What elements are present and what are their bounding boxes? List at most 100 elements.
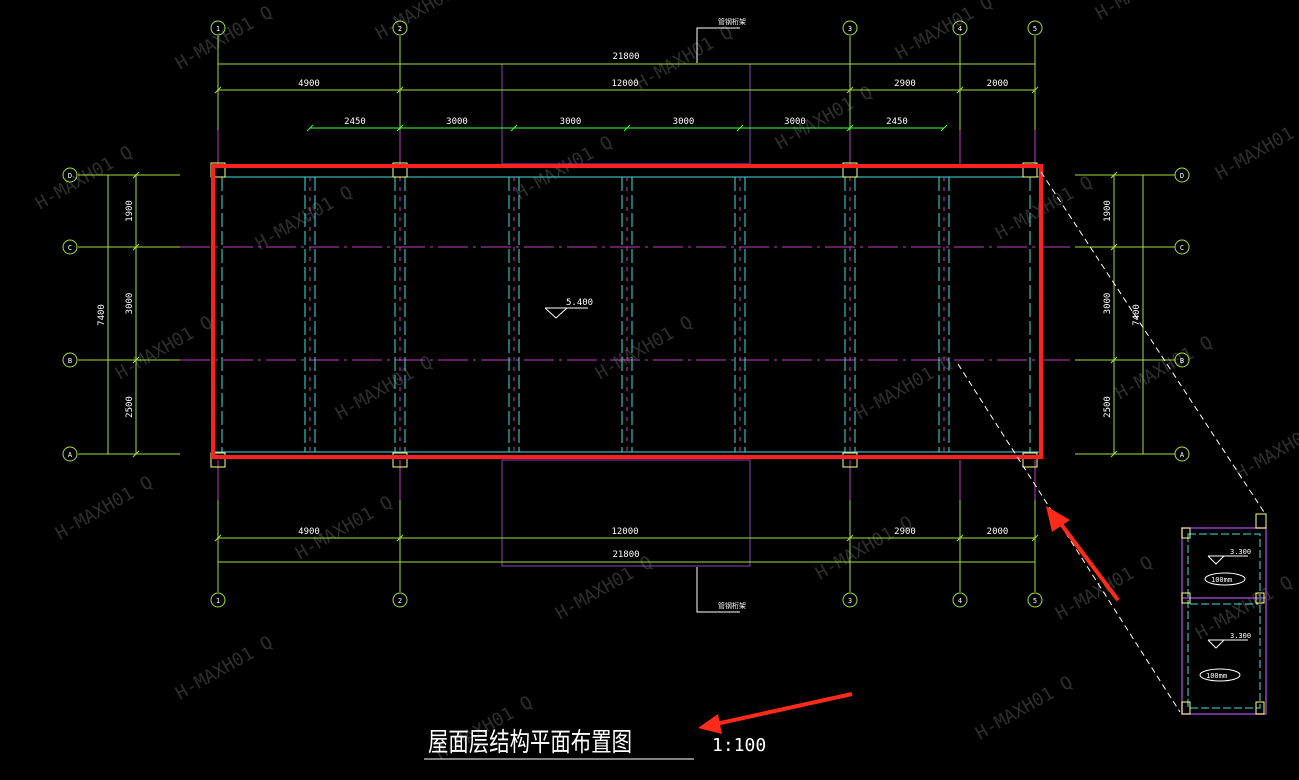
watermark-text: H-MAXH01 Q xyxy=(1052,552,1156,624)
dimension-text: 3000 xyxy=(560,117,582,127)
watermark-text: H-MAXH01 Q xyxy=(32,142,136,214)
grid-bubble-x xyxy=(842,592,858,608)
detail-inset xyxy=(957,171,1267,715)
grid-bubble-y xyxy=(1174,352,1190,368)
detail-elevation-2: 3.300 xyxy=(1230,632,1251,640)
column-marker xyxy=(842,162,858,178)
grid-bubble-x-label: 3 xyxy=(848,597,852,605)
column-marker xyxy=(1022,162,1038,178)
grid-bubble-x-label: 1 xyxy=(216,597,220,605)
column-marker xyxy=(392,162,408,178)
grid-bubble-x xyxy=(842,20,858,36)
elevation-label: 5.400 xyxy=(566,298,593,308)
detail-thickness-2: 100mm xyxy=(1206,672,1227,680)
column-marker xyxy=(210,452,226,468)
dimension-tick xyxy=(510,124,518,132)
dimension-tick xyxy=(132,356,140,364)
dimension-tick xyxy=(940,124,948,132)
column-marker xyxy=(842,452,858,468)
grid-bubble-y xyxy=(1174,239,1190,255)
dimension-tick xyxy=(214,534,222,542)
grid-bubble-x xyxy=(392,20,408,36)
annotation-arrow-right xyxy=(1046,506,1120,602)
drawing-title: 屋面层结构平面布置图 xyxy=(428,728,632,758)
grid-bubble-x xyxy=(392,592,408,608)
grid-bubble-y-label: B xyxy=(68,357,72,365)
column-marker xyxy=(1022,452,1038,468)
grid-bubble-y-label: C xyxy=(68,244,72,252)
roof-outline xyxy=(501,63,751,567)
dimension-tick xyxy=(623,124,631,132)
elevation-marker xyxy=(544,307,588,319)
dimension-text: 12000 xyxy=(611,79,638,89)
grid-bubble-y xyxy=(62,352,78,368)
dimension-tick xyxy=(1031,534,1039,542)
watermark-text: H-MAXH01 Q xyxy=(172,2,276,74)
watermark-text: H-MAXH01 Q xyxy=(892,0,996,64)
dimension-tick xyxy=(1031,86,1039,94)
dimension-tick xyxy=(132,171,140,179)
section-tag-top-label: 管钢桁架 xyxy=(718,17,746,26)
grid-bubble-y-label: B xyxy=(1180,357,1184,365)
dimension-tick xyxy=(846,86,854,94)
beam-layer xyxy=(180,176,1075,453)
dimension-tick xyxy=(132,450,140,458)
section-tag-bottom-label: 管钢桁架 xyxy=(718,601,746,610)
watermark-text: H-MAXH01 Q xyxy=(992,172,1096,244)
grid-bubble-x xyxy=(952,592,968,608)
grid-bubble-x-label: 4 xyxy=(958,25,962,33)
dimension-tick xyxy=(956,86,964,94)
dimension-tick xyxy=(736,124,744,132)
dimension-text: 4900 xyxy=(298,527,320,537)
dimension-tick xyxy=(132,243,140,251)
grid-bubble-x xyxy=(1027,20,1043,36)
grid-bubble-y-label: D xyxy=(1180,172,1184,180)
grid-bubble-x-label: 5 xyxy=(1033,597,1037,605)
highlight-frame xyxy=(211,164,1043,459)
watermark-text: H-MAXH01 Q xyxy=(1112,332,1216,404)
dimension-text: 1900 xyxy=(125,200,135,222)
dimension-text: 2900 xyxy=(894,79,916,89)
dimension-tick xyxy=(306,124,314,132)
dimension-tick xyxy=(214,86,222,94)
grid-bubble-y xyxy=(62,239,78,255)
grid-bubble-x-label: 2 xyxy=(398,597,402,605)
grid-bubble-y-label: D xyxy=(68,172,72,180)
dimension-text: 2450 xyxy=(886,117,908,127)
dimension-tick xyxy=(1110,171,1118,179)
grid-axes xyxy=(78,36,1175,592)
grid-bubble-x-label: 3 xyxy=(848,25,852,33)
dimension-tick xyxy=(396,86,404,94)
dimension-text: 4900 xyxy=(298,79,320,89)
watermark-text: H-MAXH01 Q xyxy=(632,22,736,94)
section-tag-bottom xyxy=(696,567,740,613)
grid-bubble-y-label: A xyxy=(68,451,73,459)
dimension-text: 1900 xyxy=(1103,200,1113,222)
dimension-text: 3000 xyxy=(446,117,468,127)
grid-bubble-y-label: A xyxy=(1180,451,1185,459)
grid-bubble-x xyxy=(210,592,226,608)
dimension-text: 3000 xyxy=(784,117,806,127)
watermark-text: H-MAXH01 Q xyxy=(852,352,956,424)
grid-bubble-x-label: 5 xyxy=(1033,25,1037,33)
grid-bubble-x xyxy=(1027,592,1043,608)
dimension-total-bottom: 21800 xyxy=(612,550,639,560)
dimension-text: 2500 xyxy=(1103,396,1113,418)
column-marker xyxy=(392,452,408,468)
watermark-text: H-MAXH01 Q xyxy=(1232,412,1299,484)
dimension-tick xyxy=(396,124,404,132)
detail-thickness-1: 100mm xyxy=(1211,576,1232,584)
drawing-scale: 1:100 xyxy=(712,735,766,756)
dimension-text: 3000 xyxy=(1103,293,1113,315)
grid-bubble-x xyxy=(952,20,968,36)
dimension-total-left: 7400 xyxy=(97,304,107,326)
watermark-text: H-MAXH01 Q xyxy=(512,132,616,204)
detail-elevation-1: 3.300 xyxy=(1230,548,1251,556)
dimension-text: 2500 xyxy=(125,396,135,418)
grid-bubble-y xyxy=(62,167,78,183)
dimension-tick xyxy=(1110,243,1118,251)
grid-bubble-x-label: 2 xyxy=(398,25,402,33)
